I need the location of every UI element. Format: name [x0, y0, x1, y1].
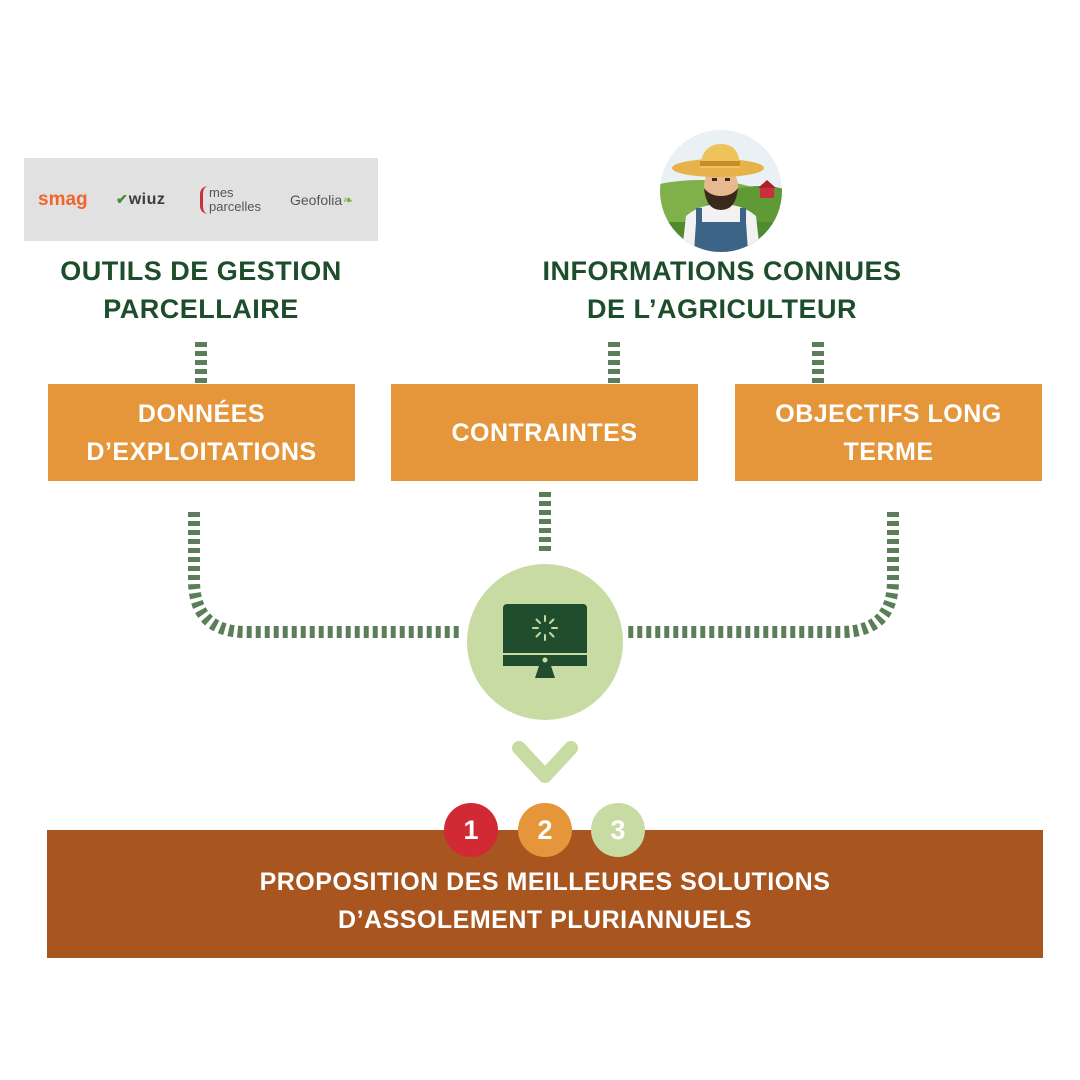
- result-line-2: D’ASSOLEMENT PLURIANNUELS: [338, 906, 752, 934]
- donnees-box: DONNÉES D’EXPLOITATIONS: [48, 384, 355, 481]
- tools-heading: OUTILS DE GESTION PARCELLAIRE: [60, 256, 342, 324]
- partner-logos-panel: smag ✔ wiuz mes parcelles Geofolia ❧: [24, 158, 378, 241]
- farmer-avatar-icon: [660, 130, 782, 252]
- wiuz-logo: ✔ wiuz: [116, 190, 166, 208]
- mesparcelles-logo: mes parcelles: [200, 158, 261, 241]
- chevron-down-icon: [512, 741, 578, 783]
- computer-circle: [467, 564, 623, 720]
- computer-loading-icon: [503, 604, 587, 678]
- badge-3: 3: [591, 803, 645, 857]
- result-line-1: PROPOSITION DES MEILLEURES SOLUTIONS: [259, 868, 831, 896]
- objectifs-box: OBJECTIFS LONG TERME: [735, 384, 1042, 481]
- badge-1: 1: [444, 803, 498, 857]
- badge-2: 2: [518, 803, 572, 857]
- wiuz-leaf-icon: ✔: [116, 191, 128, 207]
- geofolia-leaf-icon: ❧: [343, 192, 354, 207]
- contraintes-box: CONTRAINTES: [391, 384, 698, 481]
- farmer-heading: INFORMATIONS CONNUES DE L’AGRICULTEUR: [542, 256, 902, 324]
- geofolia-logo: Geofolia ❧: [290, 191, 354, 208]
- smag-logo: smag: [38, 188, 88, 210]
